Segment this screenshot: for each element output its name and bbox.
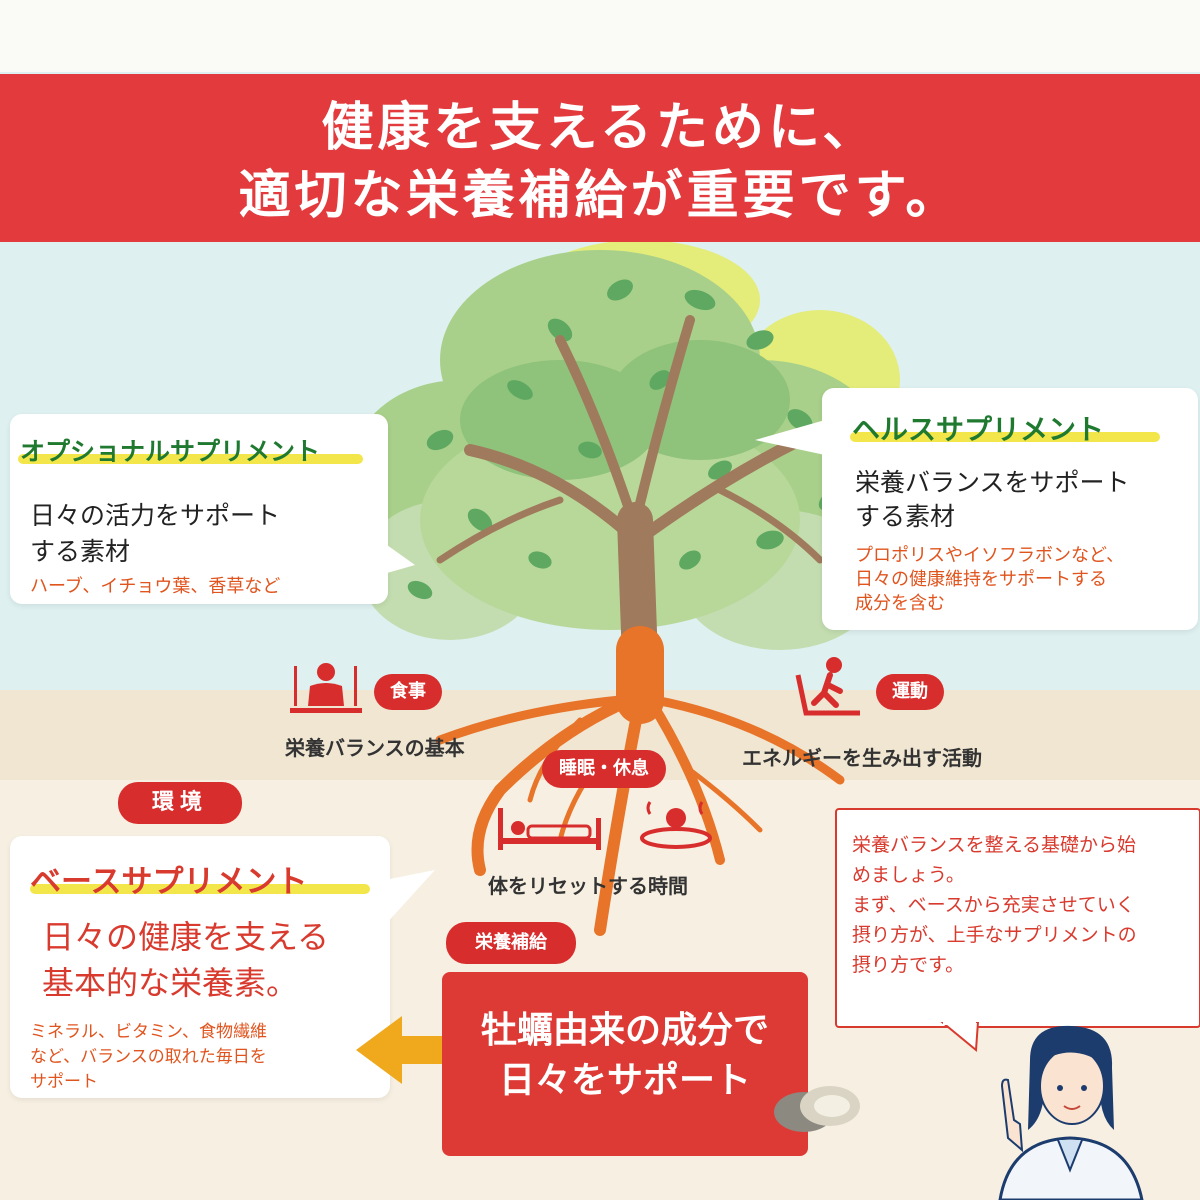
health-heading: ヘルスサプリメント	[852, 413, 1105, 446]
optional-body-line2: する素材	[30, 537, 131, 566]
top-strip	[0, 0, 1200, 72]
health-body-line2: する素材	[855, 502, 956, 531]
arrow-left-icon	[356, 1016, 448, 1084]
advice-line1: 栄養バランスを整える基礎から始	[852, 834, 1137, 856]
optional-body-line1: 日々の活力をサポート	[30, 501, 281, 530]
banner-title-line2: 適切な栄養補給が重要です。	[238, 166, 962, 226]
oyster-line2: 日々をサポート	[498, 1060, 751, 1101]
meal-pill: 食事	[374, 674, 442, 710]
speech-tail	[940, 1022, 980, 1052]
optional-sub: ハーブ、イチョウ葉、香草など	[30, 576, 281, 597]
sleep-pill: 睡眠・休息	[542, 750, 666, 788]
base-heading: ベースサプリメント	[30, 864, 308, 900]
base-sub-line1: ミネラル、ビタミン、食物繊維	[30, 1022, 267, 1042]
base-supplement-card	[10, 836, 390, 1098]
callout-tail	[385, 870, 435, 925]
base-sub-line2: など、バランスの取れた毎日を	[30, 1047, 267, 1067]
health-sub-line1: プロポリスやイソフラボンなど、	[855, 545, 1125, 566]
base-body-line1: 日々の健康を支える	[42, 918, 330, 956]
optional-heading: オプショナルサプリメント	[20, 437, 321, 466]
callout-tail	[380, 540, 415, 575]
oyster-callout-box	[442, 972, 808, 1156]
meal-person-icon	[290, 663, 362, 713]
environment-pill: 環境	[118, 782, 242, 824]
exercise-label: エネルギーを生み出す活動	[742, 746, 982, 770]
health-sub-line2: 日々の健康維持をサポートする	[855, 569, 1107, 590]
banner-title-line1: 健康を支えるために、	[321, 98, 879, 158]
oyster-icon	[774, 1086, 860, 1132]
base-body-line2: 基本的な栄養素。	[42, 964, 299, 1002]
heading-highlight	[850, 432, 1160, 442]
treadmill-runner-icon	[795, 657, 860, 716]
optional-supplement-card	[10, 414, 388, 604]
sleep-label: 体をリセットする時間	[488, 874, 688, 898]
advice-line5: 摂り方です。	[852, 954, 965, 976]
oyster-line1: 牡蠣由来の成分で	[480, 1010, 769, 1051]
advice-line4: 摂り方が、上手なサプリメントの	[852, 924, 1137, 946]
bed-sleep-icon	[498, 808, 601, 850]
callout-tail	[755, 420, 825, 455]
advice-speech-box	[835, 808, 1200, 1028]
nutrition-pill: 栄養補給	[446, 922, 576, 964]
health-body-line1: 栄養バランスをサポート	[855, 468, 1130, 497]
advice-line2: めましょう。	[852, 864, 965, 886]
base-sub-line3: サポート	[30, 1072, 98, 1092]
health-supplement-card	[822, 388, 1198, 630]
health-sub-line3: 成分を含む	[855, 593, 945, 614]
title-banner	[0, 74, 1200, 242]
meal-label: 栄養バランスの基本	[285, 736, 465, 760]
exercise-pill: 運動	[876, 674, 944, 710]
hot-spring-icon	[640, 801, 712, 849]
doctor-pointing-illustration	[998, 1025, 1144, 1200]
heading-highlight	[30, 884, 370, 894]
heading-highlight	[18, 454, 363, 464]
advice-line3: まず、ベースから充実させていく	[852, 894, 1135, 916]
